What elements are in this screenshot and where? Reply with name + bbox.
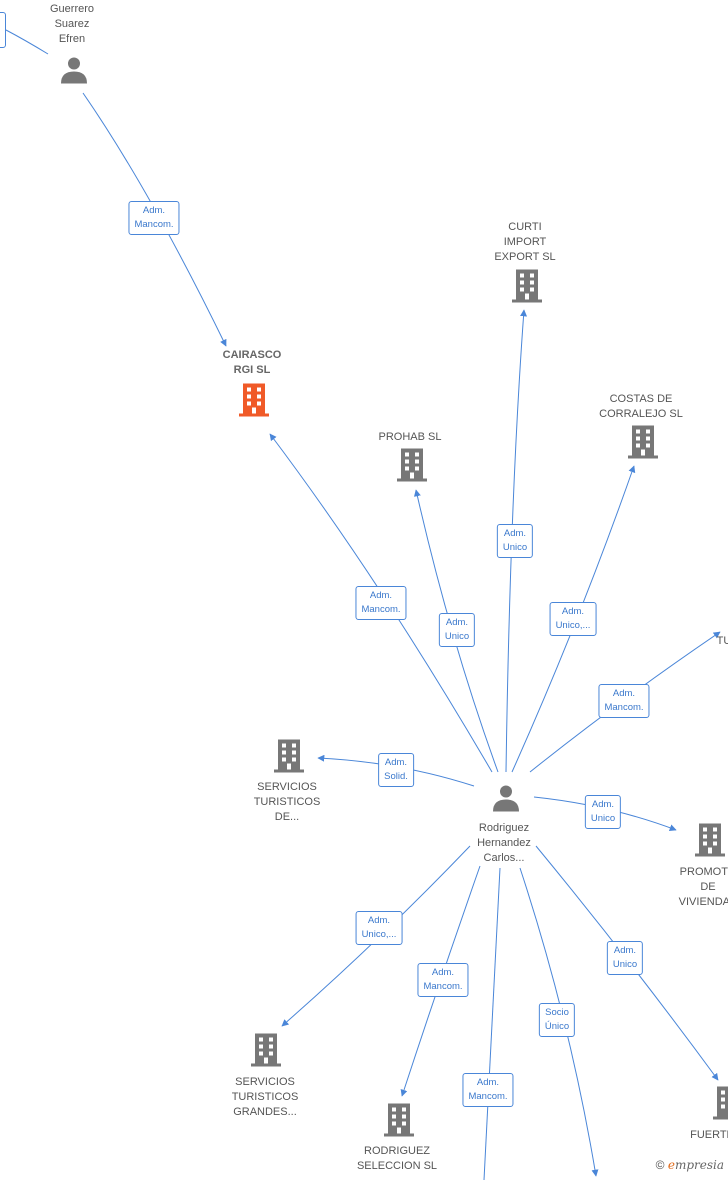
company-label-cairasco[interactable]: CAIRASCO RGI SL — [222, 349, 282, 376]
relation-label[interactable]: Adm. Unico,... — [549, 602, 597, 636]
relation-label[interactable]: Adm. Unico,... — [355, 911, 403, 945]
relation-label[interactable]: Adm. Mancom. — [462, 1073, 514, 1107]
offscreen-relation-box[interactable] — [0, 12, 6, 48]
building-icon[interactable] — [694, 822, 726, 863]
building-icon[interactable] — [396, 447, 428, 488]
building-icon[interactable] — [273, 738, 305, 779]
relation-label[interactable]: Adm. Mancom. — [128, 201, 180, 235]
relation-label[interactable]: Adm. Mancom. — [417, 963, 469, 997]
building-icon[interactable] — [238, 382, 270, 423]
company-label-costas[interactable]: COSTAS DE CORRALEJO SL — [599, 393, 683, 420]
company-label-prohab[interactable]: PROHAB SL — [378, 431, 442, 443]
relation-label[interactable]: Adm. Unico — [438, 613, 476, 647]
company-label-servicios-de[interactable]: SERVICIOS TURISTICOS DE... — [253, 781, 321, 823]
relation-label[interactable]: Adm. Unico — [584, 795, 622, 829]
relation-label[interactable]: Adm. Mancom. — [355, 586, 407, 620]
relation-label[interactable]: Adm. Mancom. — [598, 684, 650, 718]
brand-name: mpresia — [674, 1158, 724, 1172]
building-icon[interactable] — [383, 1102, 415, 1143]
company-label-curti[interactable]: CURTI IMPORT EXPORT SL — [494, 221, 556, 263]
building-icon[interactable] — [627, 424, 659, 465]
edge-rod-curti — [505, 309, 528, 773]
person-label-guerrero[interactable]: Guerrero Suarez Efren — [49, 3, 95, 45]
person-label-rodriguez[interactable]: Rodriguez Hernandez Carlos... — [477, 822, 531, 864]
relation-label[interactable]: Socio Único — [538, 1003, 576, 1037]
person-icon[interactable] — [491, 783, 521, 818]
company-label-rodriguez-seleccion[interactable]: RODRIGUEZ SELECCION SL — [356, 1145, 438, 1172]
building-icon[interactable] — [250, 1032, 282, 1073]
brand-initial: e — [667, 1158, 675, 1172]
watermark: © empresia — [656, 1158, 724, 1172]
building-icon[interactable] — [511, 268, 543, 309]
edge-guerrero-topbox — [5, 29, 49, 55]
company-label-fuerte[interactable]: FUERTE — [690, 1129, 728, 1141]
relation-label[interactable]: Adm. Unico — [496, 524, 534, 558]
building-icon[interactable] — [712, 1085, 728, 1126]
edge-rod-bottom — [483, 867, 501, 1180]
company-label-servicios-grandes[interactable]: SERVICIOS TURISTICOS GRANDES... — [231, 1076, 299, 1118]
relation-label[interactable]: Adm. Unico — [606, 941, 644, 975]
company-label-tu[interactable]: TU — [716, 635, 728, 647]
relation-label[interactable]: Adm. Solid. — [378, 753, 414, 787]
person-icon[interactable] — [59, 55, 89, 90]
copyright-symbol: © — [655, 1158, 665, 1172]
